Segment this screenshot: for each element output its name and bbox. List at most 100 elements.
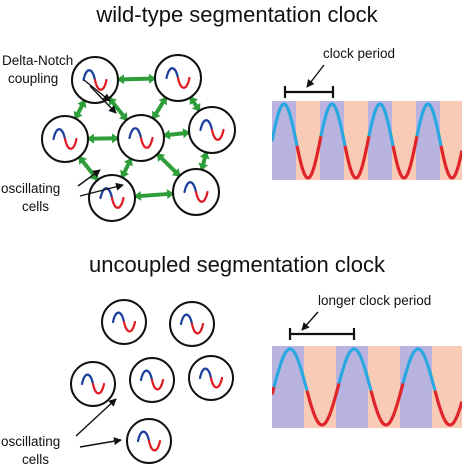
red-oscillation-segment <box>176 76 191 89</box>
blue-phase-band <box>416 101 440 180</box>
coupling-arrow <box>198 150 210 172</box>
blue-oscillation-segment <box>111 311 126 324</box>
phase-bands <box>272 346 462 428</box>
blue-phase-band <box>272 101 296 180</box>
low-phase-wave-segment <box>272 386 276 395</box>
blue-phase-band <box>368 101 392 180</box>
oscillating-cell <box>129 357 175 403</box>
coupling-label-line1: Delta-Notch <box>2 53 73 68</box>
uncoupled-title: uncoupled segmentation clock <box>89 252 386 277</box>
blue-oscillation-segment <box>139 369 154 382</box>
oscillating-cell <box>88 174 136 222</box>
longer-clock-period-pointer <box>301 311 319 331</box>
uncoupled-cells <box>70 299 234 464</box>
oscillating-cell <box>188 106 236 154</box>
low-phase-wave-segment <box>391 135 419 180</box>
clock-period-pointer <box>306 64 325 88</box>
low-phase-wave-segment <box>305 382 341 427</box>
high-phase-wave-segment <box>319 102 347 147</box>
phase-bands <box>272 101 462 180</box>
low-phase-wave-segment <box>295 135 323 180</box>
blue-oscillation-segment <box>179 313 194 326</box>
oscillating-cells-arrows <box>77 169 124 197</box>
coupling-arrow <box>150 95 169 121</box>
coupling-arrow <box>133 189 175 201</box>
longer-clock-period-label: longer clock period <box>318 293 431 308</box>
red-oscillation-segment <box>93 78 108 91</box>
red-oscillation-segment <box>194 190 209 203</box>
blue-phase-band <box>272 346 304 428</box>
red-oscillation-segment <box>91 382 106 395</box>
high-phase-wave-segment <box>415 102 443 147</box>
low-phase-wave-segment <box>369 382 405 427</box>
blue-oscillation-segment <box>198 367 213 380</box>
blue-oscillation-segment <box>183 181 198 194</box>
coupling-label-line2: coupling <box>8 71 58 86</box>
uncoupled-oscillating-cells-label-line2: cells <box>22 452 49 467</box>
oscillating-cell <box>172 168 220 216</box>
coupling-arrow <box>116 73 157 85</box>
coupling-arrow <box>77 154 100 183</box>
uncoupled-clock-plot: longer clock period <box>272 293 462 428</box>
oscillating-cell <box>101 299 147 345</box>
oscillating-cell <box>117 114 165 162</box>
blue-oscillation-segment <box>99 187 114 200</box>
wild-type-cell-cluster <box>41 54 236 222</box>
pink-phase-band <box>392 101 416 180</box>
wild-type-panel: wild-type segmentation clock Delta-Notch… <box>1 2 462 222</box>
delta-notch-couplings <box>73 73 210 201</box>
high-phase-wave-segment <box>272 347 309 392</box>
red-oscillation-segment <box>210 128 225 141</box>
oscillating-cell <box>188 355 234 401</box>
blue-oscillation-segment <box>80 373 95 386</box>
oscillating-cell <box>126 418 172 464</box>
blue-oscillation-segment <box>82 69 97 82</box>
coupling-arrow <box>162 128 191 140</box>
blue-oscillation-segment <box>128 127 143 140</box>
red-oscillation-segment <box>209 376 224 389</box>
pink-phase-band <box>368 346 400 428</box>
uncoupled-panel: uncoupled segmentation clock oscillating… <box>1 252 462 467</box>
pink-phase-band <box>296 101 320 180</box>
oscillating-cell <box>70 361 116 407</box>
red-oscillation-segment <box>190 322 205 335</box>
oscillation-wave <box>272 102 462 180</box>
wild-type-title: wild-type segmentation clock <box>95 2 378 27</box>
red-oscillation-segment <box>122 320 137 333</box>
coupling-arrow <box>155 151 182 179</box>
uncoupled-cells-arrows <box>75 398 122 448</box>
high-phase-wave-segment <box>367 102 395 147</box>
red-oscillation-segment <box>147 439 162 452</box>
high-phase-wave-segment <box>337 347 373 392</box>
longer-clock-period-bracket <box>288 328 356 340</box>
blue-phase-band <box>336 346 368 428</box>
oscillating-cells-label-line1: oscillating <box>1 181 60 196</box>
coupling-arrow <box>86 133 120 144</box>
red-oscillation-segment <box>150 378 165 391</box>
oscillating-cell <box>41 115 89 163</box>
blue-phase-band <box>320 101 344 180</box>
pink-phase-band <box>344 101 368 180</box>
low-phase-wave-segment <box>433 390 462 427</box>
blue-oscillation-segment <box>199 119 214 132</box>
red-oscillation-segment <box>139 136 154 149</box>
high-phase-wave-segment <box>401 347 437 392</box>
high-phase-wave-segment <box>272 102 299 147</box>
blue-oscillation-segment <box>52 128 67 141</box>
coupling-arrow <box>119 156 134 180</box>
oscillating-cells-label-line2: cells <box>22 199 49 214</box>
coupling-arrow <box>107 95 129 123</box>
oscillating-cell <box>154 54 202 102</box>
clock-period-bracket <box>283 86 335 98</box>
coupling-label-arrows <box>83 79 117 114</box>
blue-oscillation-segment <box>136 430 151 443</box>
coupling-arrow <box>73 98 87 121</box>
red-oscillation-segment <box>63 137 78 150</box>
oscillating-cell <box>71 56 119 104</box>
low-phase-wave-segment <box>439 145 462 180</box>
coupling-arrow <box>188 95 202 113</box>
clock-period-label: clock period <box>323 46 395 61</box>
red-oscillation-segment <box>110 196 125 209</box>
low-phase-wave-segment <box>343 135 371 180</box>
